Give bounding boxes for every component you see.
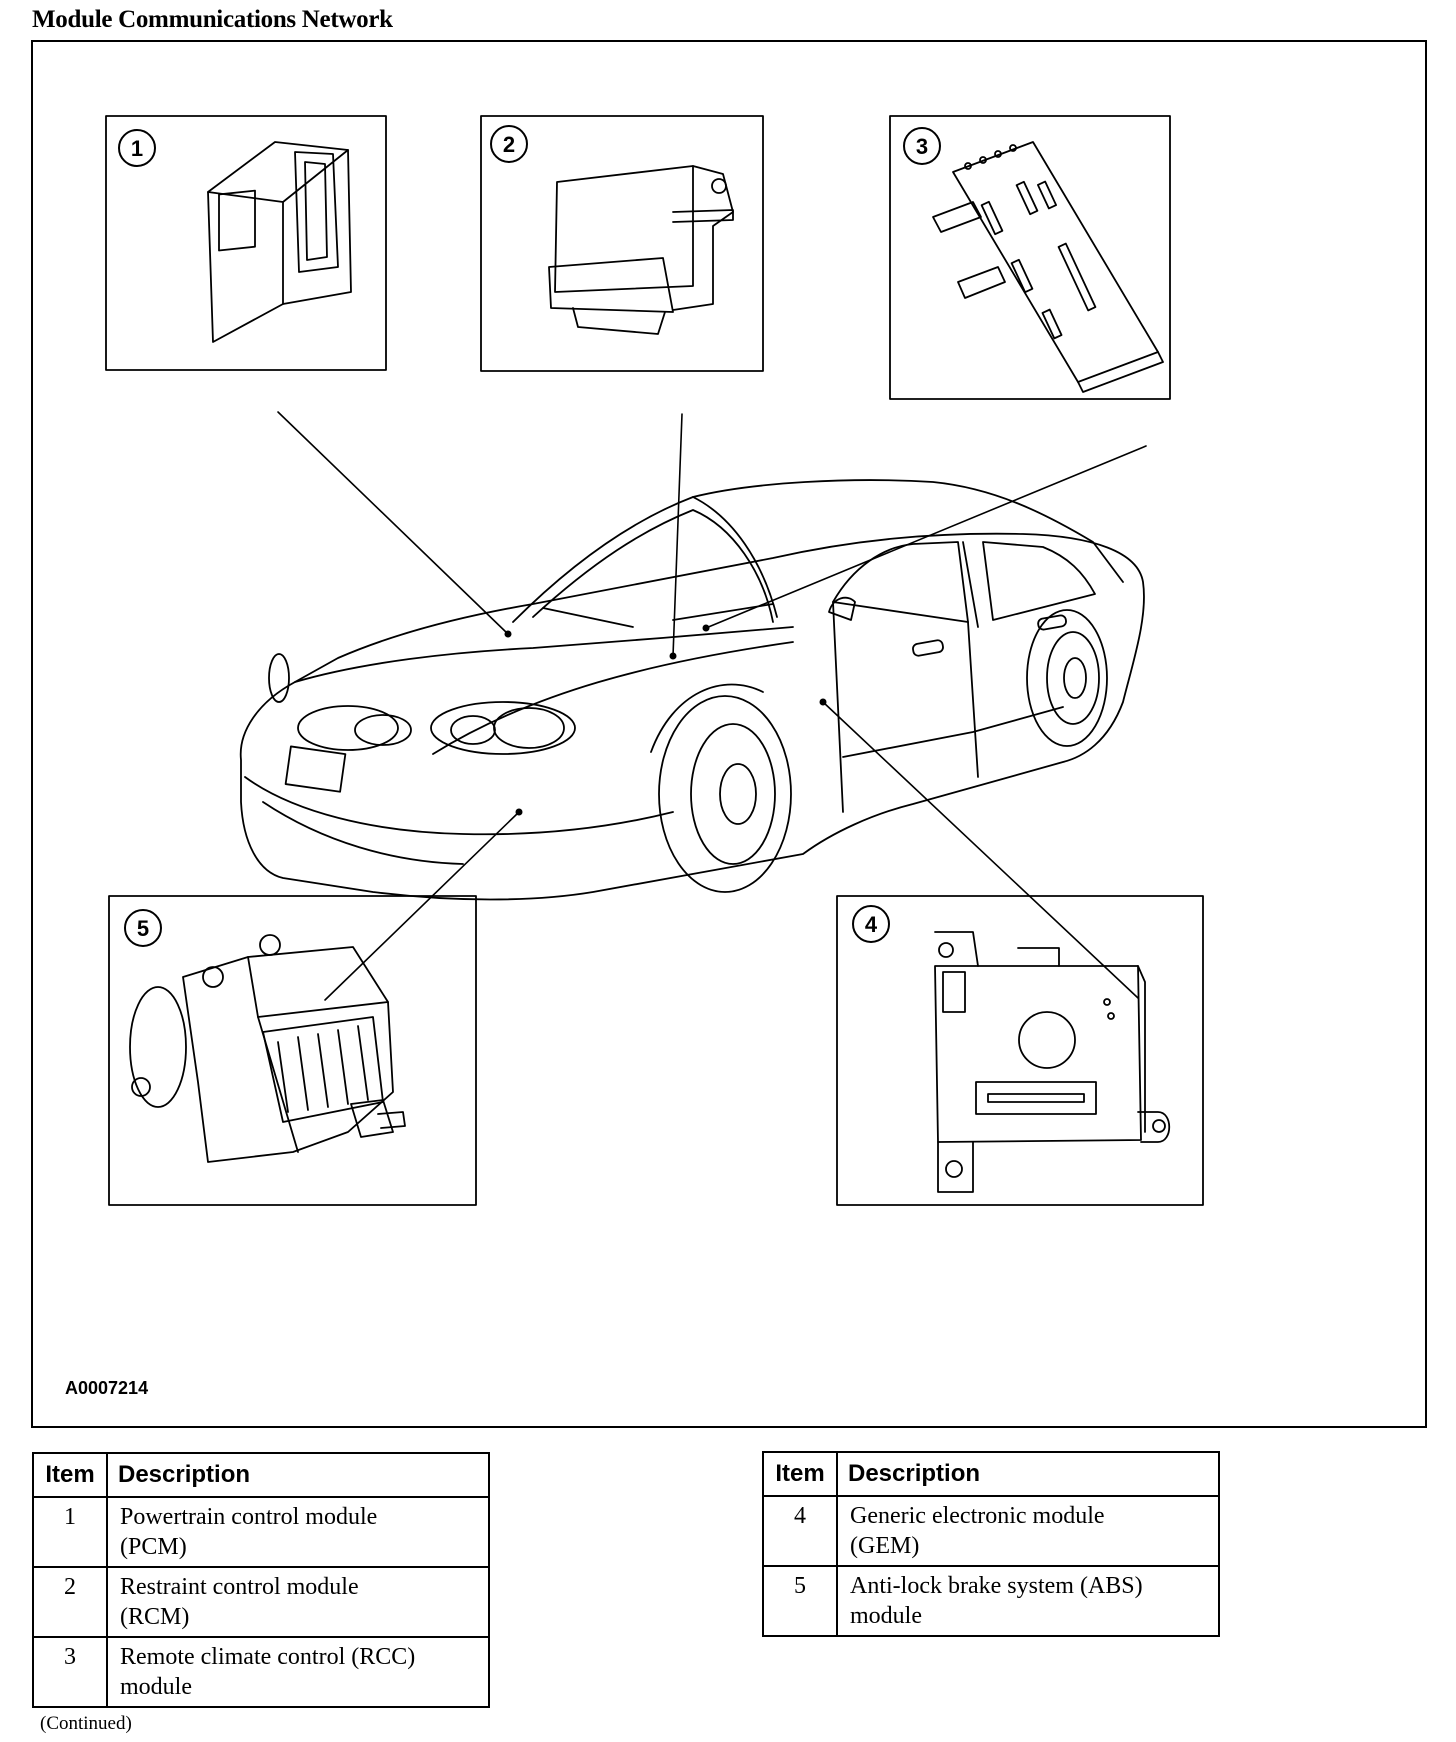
module-2-box: 2	[480, 115, 764, 372]
col-header-description: Description	[106, 1452, 490, 1498]
callout-2-circle	[490, 125, 528, 163]
item-number: 2	[32, 1566, 108, 1638]
description-line: module	[120, 1674, 192, 1700]
item-table-right: Item Description 4 Generic electronic mo…	[762, 1451, 1220, 1637]
item-number: 3	[32, 1636, 108, 1708]
table-row: 5 Anti-lock brake system (ABS) module	[762, 1565, 1220, 1637]
description-line: module	[850, 1603, 922, 1629]
leader-dots	[504, 624, 827, 816]
description-line: (RCM)	[120, 1604, 190, 1630]
callout-2: 2	[503, 132, 515, 157]
leader-line-4	[822, 701, 1139, 999]
figure-code: A0007214	[65, 1378, 149, 1398]
description-line: (GEM)	[850, 1533, 920, 1559]
callout-4: 4	[865, 912, 878, 937]
item-description: Generic electronic module (GEM)	[836, 1495, 1220, 1567]
leader-line-2	[672, 413, 683, 657]
table-row: 1 Powertrain control module (PCM)	[32, 1496, 490, 1568]
gem-module-drawing	[934, 931, 1171, 1193]
item-number: 4	[762, 1495, 838, 1567]
description-line: Remote climate control (RCC)	[120, 1644, 416, 1670]
leader-lines	[277, 411, 1147, 1001]
item-description: Restraint control module (RCM)	[106, 1566, 490, 1638]
pcm-module-drawing	[207, 141, 352, 343]
item-description: Remote climate control (RCC) module	[106, 1636, 490, 1708]
leader-line-3	[705, 445, 1147, 629]
module-5-box: 5	[108, 895, 477, 1206]
rcm-module-drawing	[548, 165, 734, 335]
item-number: 5	[762, 1565, 838, 1637]
callout-1-circle	[118, 129, 156, 167]
item-description: Powertrain control module (PCM)	[106, 1496, 490, 1568]
item-table-left: Item Description 1 Powertrain control mo…	[32, 1452, 490, 1708]
module-4-frame	[836, 895, 1204, 1206]
page-title: Module Communications Network	[32, 6, 393, 33]
description-line: Restraint control module	[120, 1574, 359, 1600]
table-row: 4 Generic electronic module (GEM)	[762, 1495, 1220, 1567]
module-network-figure: 1 2	[31, 40, 1427, 1428]
callout-5-circle	[124, 909, 162, 947]
leader-line-5	[324, 811, 520, 1001]
continued-note: (Continued)	[40, 1713, 132, 1734]
col-header-item: Item	[762, 1451, 838, 1497]
module-3-box: 3	[889, 115, 1171, 400]
table-header-row: Item Description	[762, 1451, 1220, 1497]
description-line: (PCM)	[120, 1534, 187, 1560]
item-number: 1	[32, 1496, 108, 1568]
car-illustration	[239, 479, 1145, 901]
col-header-description: Description	[836, 1451, 1220, 1497]
description-line: Powertrain control module	[120, 1504, 378, 1530]
module-4-box: 4	[836, 895, 1204, 1206]
callout-1: 1	[131, 136, 143, 161]
callout-3: 3	[916, 134, 928, 159]
callout-5: 5	[137, 916, 149, 941]
table-row: 3 Remote climate control (RCC) module	[32, 1636, 490, 1708]
table-row: 2 Restraint control module (RCM)	[32, 1566, 490, 1638]
table-header-row: Item Description	[32, 1452, 490, 1498]
module-3-frame	[889, 115, 1171, 400]
rcc-module-drawing	[932, 141, 1164, 393]
callout-4-circle	[852, 905, 890, 943]
description-line: Anti-lock brake system (ABS)	[850, 1573, 1143, 1599]
module-network-diagram: 1 2	[105, 115, 1204, 1206]
description-line: Generic electronic module	[850, 1503, 1105, 1529]
col-header-item: Item	[32, 1452, 108, 1498]
leader-line-1	[277, 411, 509, 635]
callout-3-circle	[903, 127, 941, 165]
abs-module-drawing	[129, 934, 406, 1163]
item-description: Anti-lock brake system (ABS) module	[836, 1565, 1220, 1637]
module-1-frame	[105, 115, 387, 371]
module-2-frame	[480, 115, 764, 372]
module-1-box: 1	[105, 115, 387, 371]
module-5-frame	[108, 895, 477, 1206]
